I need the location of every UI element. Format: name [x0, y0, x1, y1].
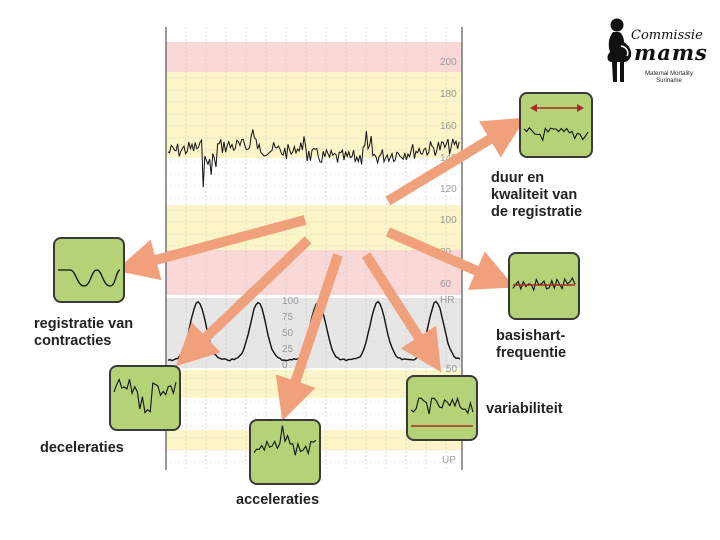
accel-trace: [253, 425, 317, 456]
arrow-icon: [275, 253, 343, 421]
decel-trace: [113, 378, 177, 414]
label-contractions: registratie van contracties: [34, 316, 133, 350]
label-accelerations: acceleraties: [236, 492, 320, 508]
label-baseline-line2: frequentie: [496, 345, 567, 361]
arrow-icon: [385, 227, 515, 290]
label-baseline-line1: basishart-: [496, 328, 566, 344]
fhr-sample-trace: [523, 126, 589, 142]
label-duration-line2: kwaliteit van: [491, 187, 578, 203]
fhr-scale-tick: 60: [440, 279, 452, 290]
label-contractions-line1: registratie van: [34, 316, 134, 332]
uc-scale: 100 75 50 25 0: [282, 296, 299, 371]
arrow-icon: [361, 252, 442, 373]
uc-scale-tick: 25: [282, 344, 294, 355]
label-duration: duur en kwaliteit van de registratie: [491, 170, 582, 221]
duration-icon: [519, 92, 593, 158]
uc-scale-tick: 0: [282, 360, 288, 371]
label-variability: variabiliteit: [486, 401, 563, 417]
fhr-band-180: [166, 72, 462, 110]
uc-scale-tick: 100: [282, 296, 299, 307]
fhr-trace: [167, 129, 460, 188]
fhr-scale-tick: 160: [440, 121, 457, 132]
arrow-icon: [385, 117, 526, 206]
fhr-scale-tick: 100: [440, 215, 457, 226]
label-duration-line3: de registratie: [491, 204, 583, 220]
logo: Commissie mams Maternal Mortality Surina…: [598, 16, 708, 96]
accelerations-icon: [249, 419, 321, 485]
fhr-band-200: [166, 42, 462, 72]
uc-scale-tick: 50: [282, 328, 294, 339]
arrows: [115, 117, 526, 421]
arrow-icon: [115, 215, 307, 281]
variability-icon: [406, 375, 478, 441]
fhr-band-80: [166, 250, 462, 295]
decelerations-icon: [109, 365, 181, 431]
uc-mid-label: 50: [446, 364, 458, 375]
logo-text-subtitle: Maternal Mortality Suriname: [645, 71, 693, 84]
contraction-wave: [58, 269, 121, 287]
fhr-unit-label: HR: [440, 295, 454, 306]
label-contractions-line2: contracties: [34, 333, 112, 349]
logo-text-commissie: Commissie: [631, 28, 703, 43]
fhr-sample-trace: [410, 396, 474, 415]
fhr-sample-trace: [512, 276, 576, 292]
label-baseline: basishart- frequentie: [496, 328, 566, 362]
fhr-band-160: [166, 110, 462, 158]
contractions-icon: [53, 237, 125, 303]
pregnant-woman-icon: [607, 18, 632, 82]
label-duration-line1: duur en: [491, 170, 545, 186]
arrow-icon: [175, 236, 312, 367]
logo-text-mams: mams: [634, 40, 708, 65]
fhr-scale-tick: 200: [440, 57, 457, 68]
label-decelerations: deceleraties: [40, 440, 124, 456]
fhr-scale-tick: 120: [440, 184, 457, 195]
baseline-icon: [508, 252, 580, 320]
fhr-scale-tick: 180: [440, 89, 457, 100]
uc-unit-label: UP: [442, 455, 456, 466]
uc-scale-tick: 75: [282, 312, 294, 323]
